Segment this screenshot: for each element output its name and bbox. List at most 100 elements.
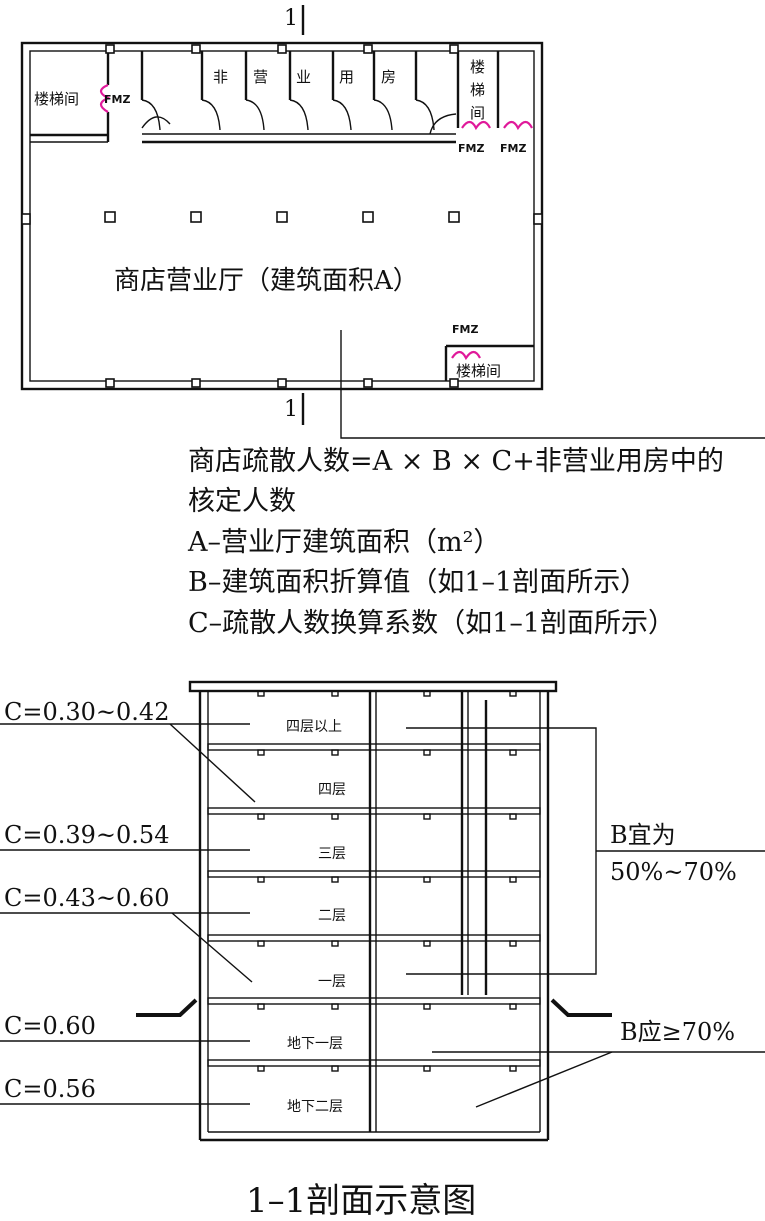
- roof-beam-3: [423, 690, 431, 697]
- c-label-1-2: C=0.43~0.60: [4, 884, 169, 912]
- formula-line-5: C–疏散人数换算系数（如1–1剖面所示）: [188, 608, 675, 639]
- beam-1-3: [423, 749, 431, 756]
- c-leader-1: [171, 912, 253, 983]
- beam-6-1: [257, 1065, 265, 1072]
- stair-left-label: 楼梯间: [34, 90, 79, 108]
- fmz-label-right-top-2: FMZ: [500, 142, 526, 155]
- beam-5-4: [509, 1003, 517, 1010]
- nonbiz-char-1: 非: [213, 68, 228, 86]
- roof-slab: [188, 680, 558, 693]
- section-caption: 1–1剖面示意图: [246, 1181, 476, 1221]
- floor-slabs: [207, 690, 541, 1072]
- floor-label-b2: 地下二层: [287, 1099, 343, 1115]
- b-upper-label-line-1: B宜为: [610, 821, 676, 849]
- room-door-swing-3: [245, 99, 265, 131]
- floor-label-above-4: 四层以上: [286, 719, 342, 735]
- fire-door-right-bottom: [451, 350, 481, 361]
- plan-wall-pier-2: [533, 213, 543, 225]
- stair-left-fmz-label: FMZ: [104, 93, 130, 106]
- b-lower-leader-b2: [475, 1051, 613, 1108]
- room-door-swing-5: [332, 99, 352, 131]
- formula-line-1: 商店疏散人数=A × B × C+非营业用房中的: [188, 446, 724, 477]
- ground-line-right: [550, 998, 612, 1017]
- formula-line-4: B–建筑面积折算值（如1–1剖面所示）: [188, 567, 647, 598]
- interior-columns: [21, 44, 543, 388]
- stair-right-top-char-2: 梯: [470, 81, 485, 99]
- formula-line-3: A–营业厅建筑面积（m²）: [187, 527, 500, 558]
- beam-5-3: [423, 1003, 431, 1010]
- plan-wall-pier-bottom-1: [105, 378, 115, 388]
- beam-3-4: [509, 876, 517, 883]
- stair-right-bottom-label: 楼梯间: [456, 362, 501, 380]
- plan-wall-pier-1: [21, 213, 31, 225]
- room-door-swing-2: [201, 99, 221, 131]
- roof-beam-4: [509, 690, 517, 697]
- stair-right-top-char-3: 间: [470, 104, 485, 122]
- beam-3-2: [331, 876, 339, 883]
- beam-1-2: [331, 749, 339, 756]
- plan-wall-pier-bottom-2: [191, 378, 201, 388]
- floor-label-4: 四层: [318, 782, 346, 798]
- plan-column-1: [104, 211, 116, 223]
- plan-column-5: [448, 211, 460, 223]
- floor-slab-1: [207, 743, 541, 751]
- nonbiz-char-2: 营: [253, 68, 268, 86]
- beam-4-4: [509, 940, 517, 947]
- beam-4-3: [423, 940, 431, 947]
- formula-text: 商店疏散人数=A × B × C+非营业用房中的 核定人数 A–营业厅建筑面积（…: [187, 446, 724, 639]
- plan-column-3: [276, 211, 288, 223]
- b-upper-label-line-2: 50%~70%: [610, 858, 737, 886]
- roof-beam-1: [257, 690, 265, 697]
- floor-label-b1: 地下一层: [287, 1036, 343, 1052]
- floor-slab-5: [207, 997, 541, 1005]
- plan-wall-pier-bottom-5: [449, 378, 459, 388]
- room-door-swing-1: [141, 99, 161, 131]
- c-label-b2: C=0.56: [4, 1075, 96, 1103]
- stair-left-fire-door: [99, 83, 111, 113]
- non-business-rooms: 非 营 业 用 房: [140, 51, 457, 144]
- beam-2-3: [423, 813, 431, 820]
- beam-3-1: [257, 876, 265, 883]
- fmz-label-right-top-1: FMZ: [458, 142, 484, 155]
- section-diagram: 四层以上 四层 三层 二层 一层 地下一层 地下二层 C=0.30~0.42 C…: [0, 680, 765, 1221]
- hall-label: 商店营业厅（建筑面积A）: [114, 266, 419, 296]
- c-label-b1: C=0.60: [4, 1012, 96, 1040]
- floor-plan: 1 1 楼梯间 FMZ 非 营 业 用 房 楼 梯 间: [20, 5, 765, 439]
- plan-wall-pier-bottom-4: [363, 378, 373, 388]
- beam-2-1: [257, 813, 265, 820]
- c-label-3: C=0.39~0.54: [4, 821, 169, 849]
- room-door-swing-7: [415, 99, 435, 131]
- beam-4-1: [257, 940, 265, 947]
- formula-leader-line: [340, 330, 765, 439]
- plan-wall-pier-top-3: [277, 44, 287, 54]
- beam-4-2: [331, 940, 339, 947]
- floor-slab-3: [207, 870, 541, 878]
- ground-line-left: [136, 998, 198, 1017]
- nonbiz-char-4: 用: [339, 68, 354, 86]
- floor-label-3: 三层: [318, 846, 346, 862]
- beam-1-1: [257, 749, 265, 756]
- b-upper-bracket: [406, 727, 597, 975]
- room-door-swing-right-end: [429, 113, 457, 135]
- plan-column-4: [362, 211, 374, 223]
- plan-wall-pier-top-2: [191, 44, 201, 54]
- beam-3-3: [423, 876, 431, 883]
- plan-wall-pier-bottom-3: [277, 378, 287, 388]
- room-door-swing-left-end: [141, 116, 171, 129]
- c-label-above-4: C=0.30~0.42: [4, 698, 169, 726]
- roof-beam-2: [331, 690, 339, 697]
- room-door-swing-6: [373, 99, 393, 131]
- stair-right-top-char-1: 楼: [470, 58, 485, 76]
- c-leader-4: [169, 723, 256, 803]
- floor-slab-4: [207, 934, 541, 942]
- room-partitions: [140, 51, 457, 135]
- room-door-swing-4: [289, 99, 309, 131]
- nonbiz-char-3: 业: [296, 68, 311, 86]
- fire-door-right-top-1: [461, 120, 491, 131]
- plan-wall-pier-top-1: [105, 44, 115, 54]
- beam-6-4: [509, 1065, 517, 1072]
- plan-wall-pier-top-5: [449, 44, 459, 54]
- floor-slab-6: [207, 1059, 541, 1067]
- beam-5-2: [331, 1003, 339, 1010]
- section-mark-top-label: 1: [284, 6, 298, 31]
